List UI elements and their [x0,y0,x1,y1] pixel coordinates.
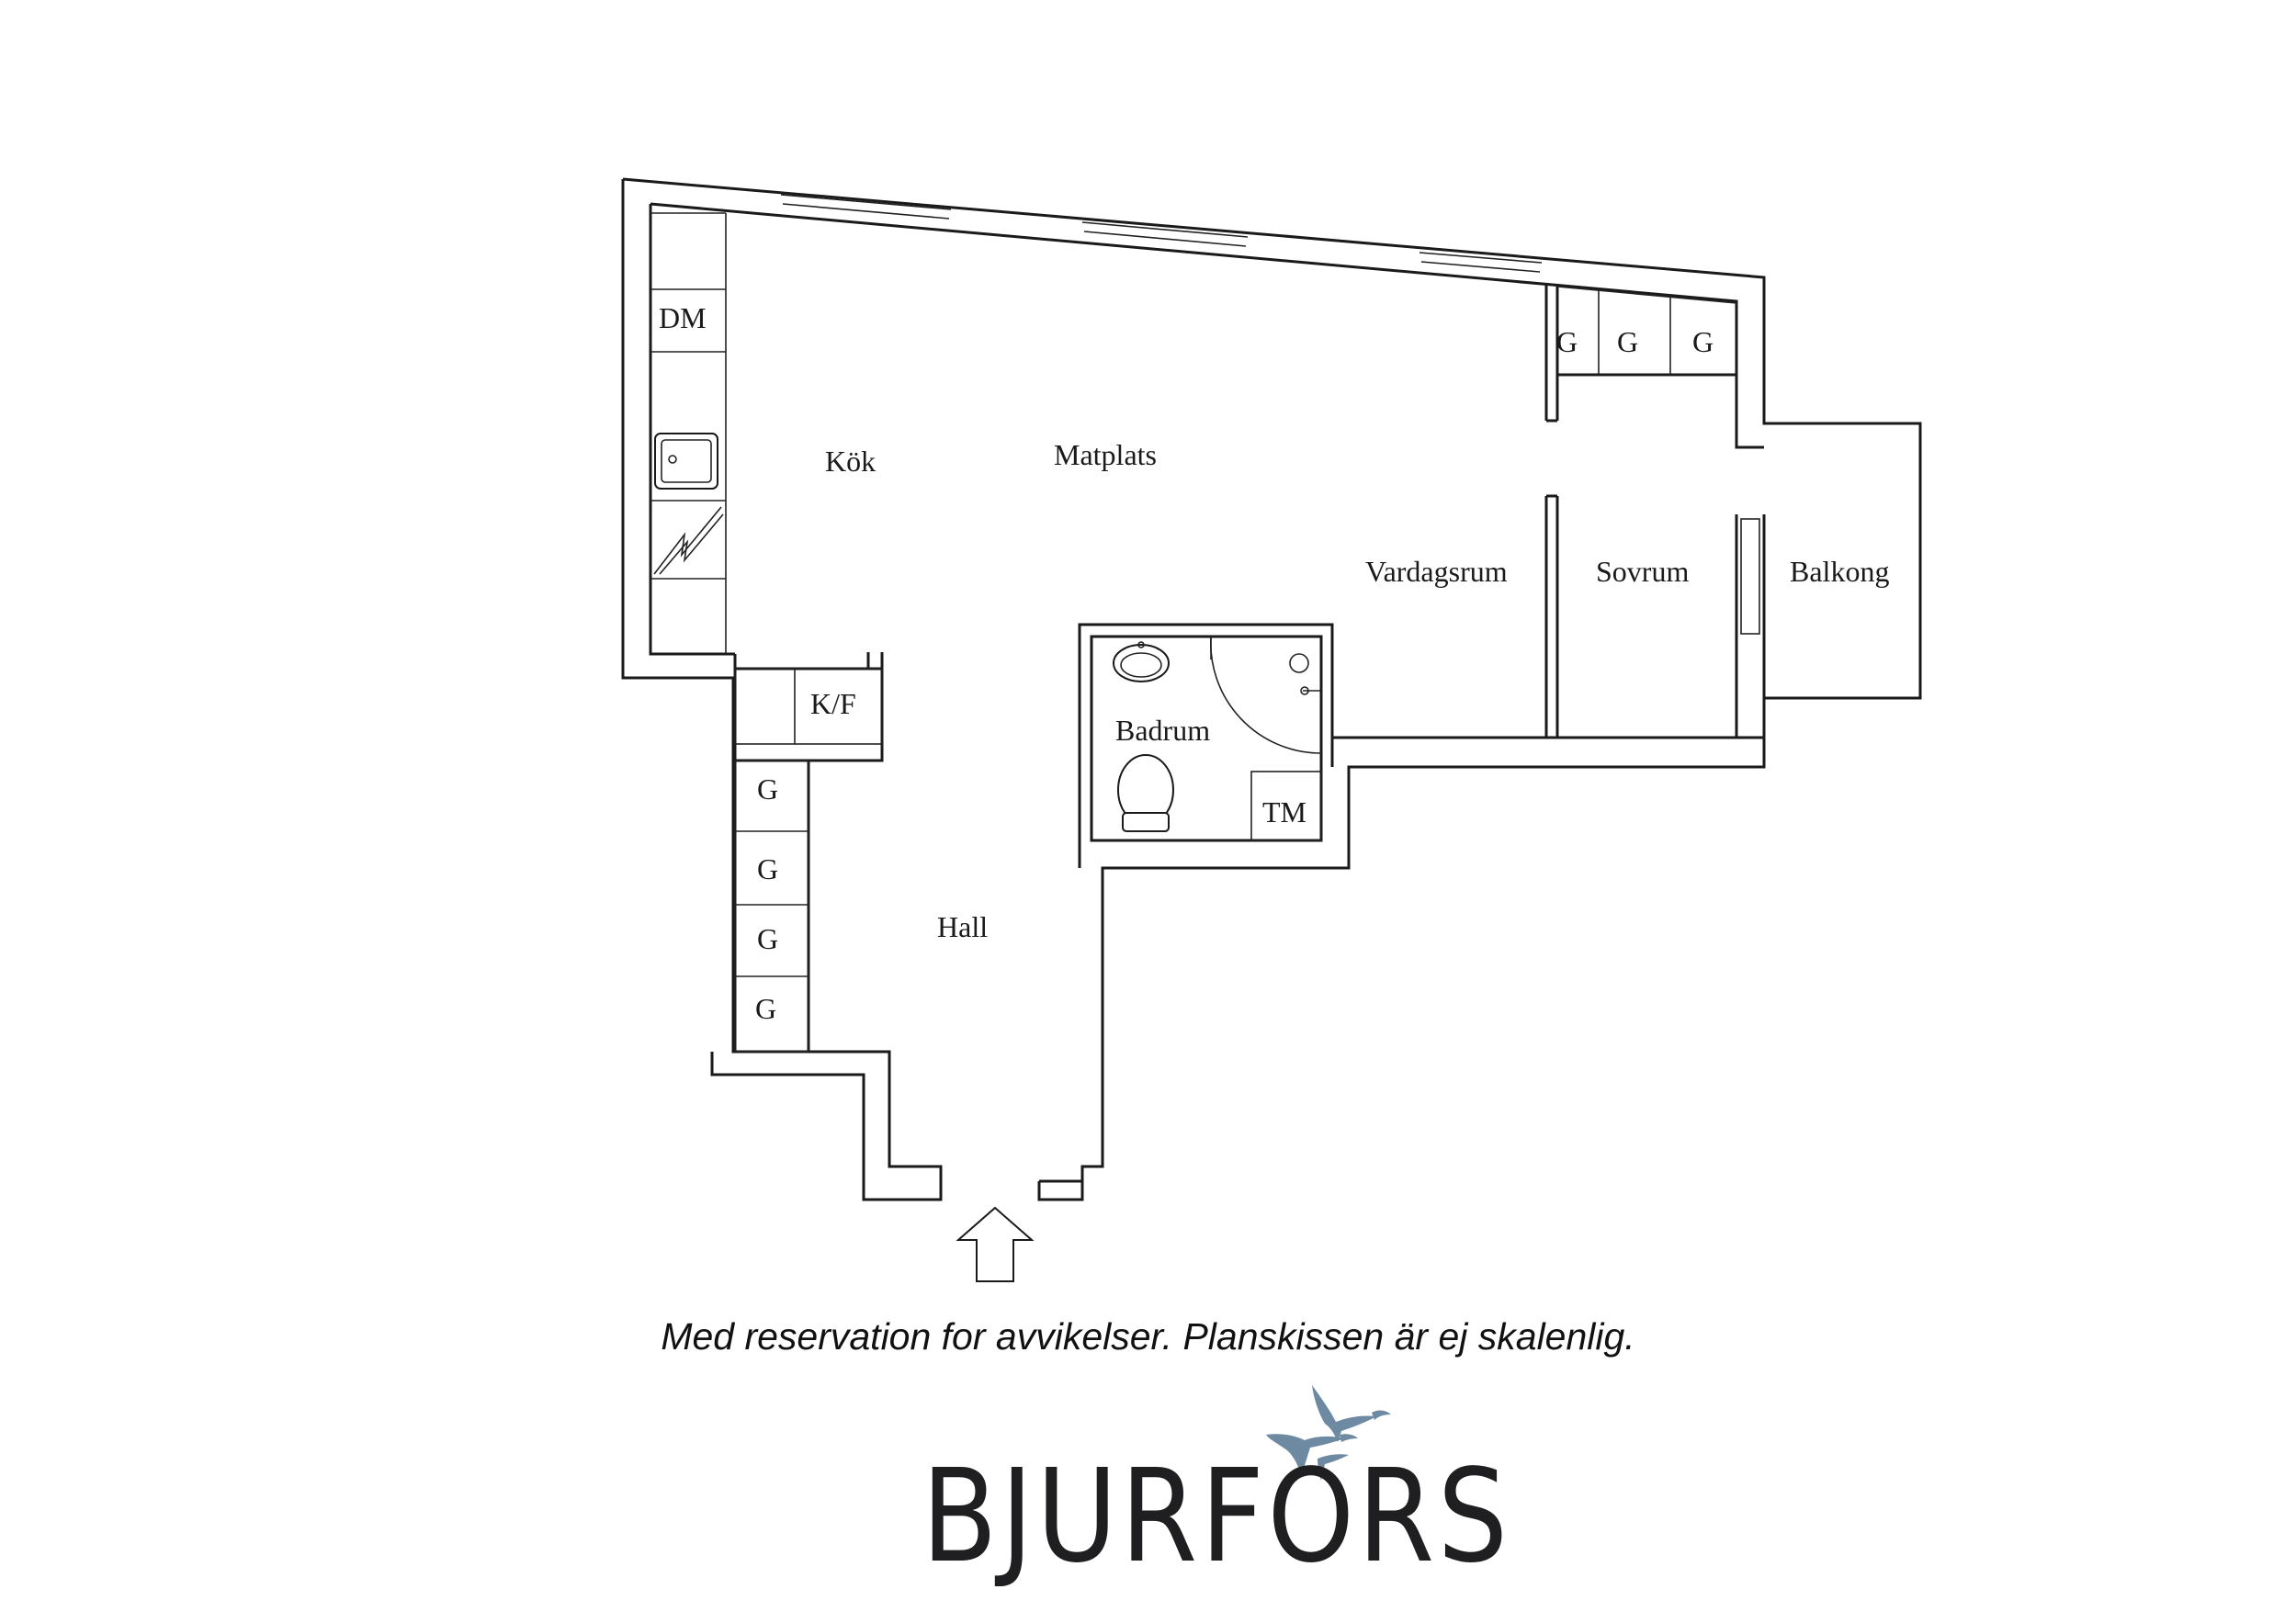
wardrobe-label: G [1556,325,1578,358]
wardrobe-label: G [1617,325,1638,358]
wardrobe-label: G [1692,325,1714,358]
sink-icon [654,433,718,490]
room-label-kok: Kök [825,445,876,478]
unit-label-tm: TM [1262,795,1306,828]
room-label-sovrum: Sovrum [1596,555,1689,588]
entrance-arrow-icon [956,1206,1035,1282]
room-label-badrum: Badrum [1115,714,1210,747]
disclaimer-text: Med reservation for avvikelser. Planskis… [661,1315,1635,1358]
room-label-hall: Hall [937,910,988,943]
room-label-vardagsrum: Vardagsrum [1365,555,1508,588]
room-label-matplats: Matplats [1054,438,1157,471]
flying-geese-icon [1266,1385,1391,1481]
brand-logo-text: BJURFORS [922,1442,1511,1592]
wardrobe-label: G [755,992,776,1025]
wardrobe-label: G [757,772,778,806]
wardrobe-label: G [757,922,778,955]
wardrobe-label: G [757,852,778,885]
room-label-balkong: Balkong [1790,555,1889,588]
kitchen-counter [650,212,727,654]
stove-icon [653,506,722,575]
fridge-freezer-unit [734,652,884,762]
unit-label-dm: DM [659,301,707,334]
hall-wardrobes [734,759,810,1053]
unit-label-kf: K/F [810,687,856,720]
interior-walls [1544,285,1766,738]
washing-machine-box [1250,771,1322,841]
bathroom-walls [1078,623,1764,870]
shower-drain-icon [1289,653,1309,673]
windows [780,194,1543,273]
washbasin-icon [1113,644,1170,682]
